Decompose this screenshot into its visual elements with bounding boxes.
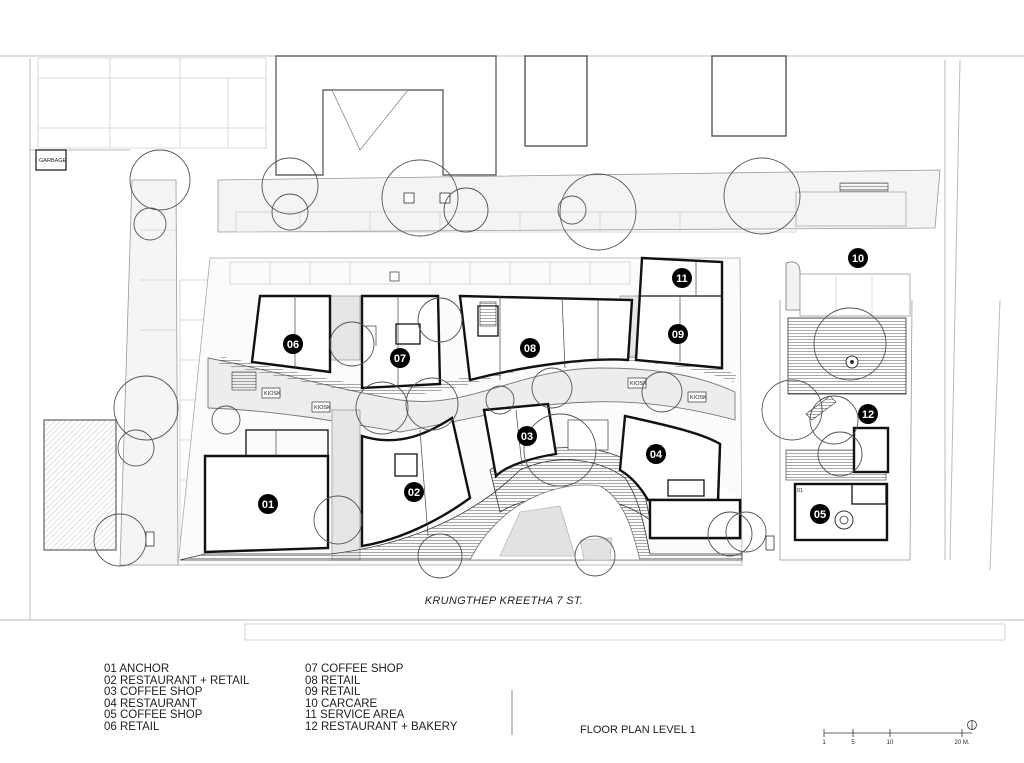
legend-item: 06 RETAIL xyxy=(104,720,160,733)
building-06 xyxy=(250,294,332,374)
building-02 xyxy=(360,416,472,548)
legend-item: 11 SERVICE AREA xyxy=(305,709,405,722)
svg-text:03: 03 xyxy=(521,431,533,443)
building-09 xyxy=(634,256,724,370)
marker-12: 12 xyxy=(858,404,878,424)
building-05-unit-tag: 01 xyxy=(797,488,803,494)
marker-10: 10 xyxy=(848,248,868,268)
neighbour-buildings xyxy=(43,55,787,551)
north-arrow-icon xyxy=(967,720,977,730)
garbage-label: GARBAGE xyxy=(39,158,67,164)
svg-text:09: 09 xyxy=(672,329,684,341)
unit-markers: 01 02 03 04 05 06 07 08 09 10 11 12 xyxy=(258,248,878,524)
legend-item: 02 RESTAURANT + RETAIL xyxy=(104,674,250,687)
marker-07: 07 xyxy=(390,348,410,368)
svg-text:12: 12 xyxy=(862,409,874,421)
garbage-room: GARBAGE xyxy=(35,149,67,171)
kiosk-label-2: KIOSK xyxy=(314,405,331,411)
legend-item: 04 RESTAURANT xyxy=(104,697,198,710)
building-04 xyxy=(618,414,742,540)
trees xyxy=(93,149,887,579)
marker-03: 03 xyxy=(517,426,537,446)
legend-item: 09 RETAIL xyxy=(305,686,361,699)
south-arcade xyxy=(179,419,743,561)
scale-bar: 1 5 10 20 M. xyxy=(822,720,977,746)
east-block: 01 xyxy=(779,191,913,561)
marker-09: 09 xyxy=(668,324,688,344)
parked-cars xyxy=(145,531,775,551)
legend-column-1: 01 ANCHOR 02 RESTAURANT + RETAIL 03 COFF… xyxy=(104,663,250,734)
scale-tick-20: 20 M. xyxy=(954,740,969,746)
building-07 xyxy=(360,294,442,390)
svg-text:08: 08 xyxy=(524,343,536,355)
marker-08: 08 xyxy=(520,338,540,358)
marker-02: 02 xyxy=(404,482,424,502)
svg-text:01: 01 xyxy=(262,499,274,511)
context-roads xyxy=(0,55,1024,641)
svg-text:11: 11 xyxy=(676,273,688,285)
svg-text:06: 06 xyxy=(287,339,299,351)
top-drop-off xyxy=(217,169,941,233)
marker-04: 04 xyxy=(646,444,666,464)
legend-item: 01 ANCHOR xyxy=(104,663,170,675)
street-name: KRUNGTHEP KREETHA 7 ST. xyxy=(425,595,584,607)
legend-column-2: 07 COFFEE SHOP 08 RETAIL 09 RETAIL 10 CA… xyxy=(305,663,458,734)
legend-item: 08 RETAIL xyxy=(305,674,361,687)
marker-11: 11 xyxy=(672,268,692,288)
marker-01: 01 xyxy=(258,494,278,514)
kiosks: KIOSK KIOSK KIOSK KIOSK xyxy=(261,377,707,413)
legend-item: 07 COFFEE SHOP xyxy=(305,663,404,675)
svg-text:05: 05 xyxy=(814,509,826,521)
legend-item: 03 COFFEE SHOP xyxy=(104,686,203,699)
plan-title: FLOOR PLAN LEVEL 1 xyxy=(580,724,696,736)
legend-item: 12 RESTAURANT + BAKERY xyxy=(305,720,458,733)
building-08 xyxy=(458,294,634,382)
kiosk-label-3: KIOSK xyxy=(630,381,647,387)
kiosk-label-4: KIOSK xyxy=(690,395,707,401)
svg-text:04: 04 xyxy=(650,449,663,461)
svg-text:02: 02 xyxy=(408,487,420,499)
legend-item: 10 CARCARE xyxy=(305,697,378,710)
scale-tick-10: 10 xyxy=(887,740,894,746)
svg-text:07: 07 xyxy=(394,353,406,365)
kiosk-label-1: KIOSK xyxy=(264,391,281,397)
svg-text:10: 10 xyxy=(852,253,864,265)
marker-06: 06 xyxy=(283,334,303,354)
legend-item: 05 COFFEE SHOP xyxy=(104,709,203,722)
scale-tick-1: 1 xyxy=(822,740,826,746)
scale-tick-5: 5 xyxy=(851,740,855,746)
parking-top-left xyxy=(37,57,267,149)
marker-05: 05 xyxy=(810,504,830,524)
